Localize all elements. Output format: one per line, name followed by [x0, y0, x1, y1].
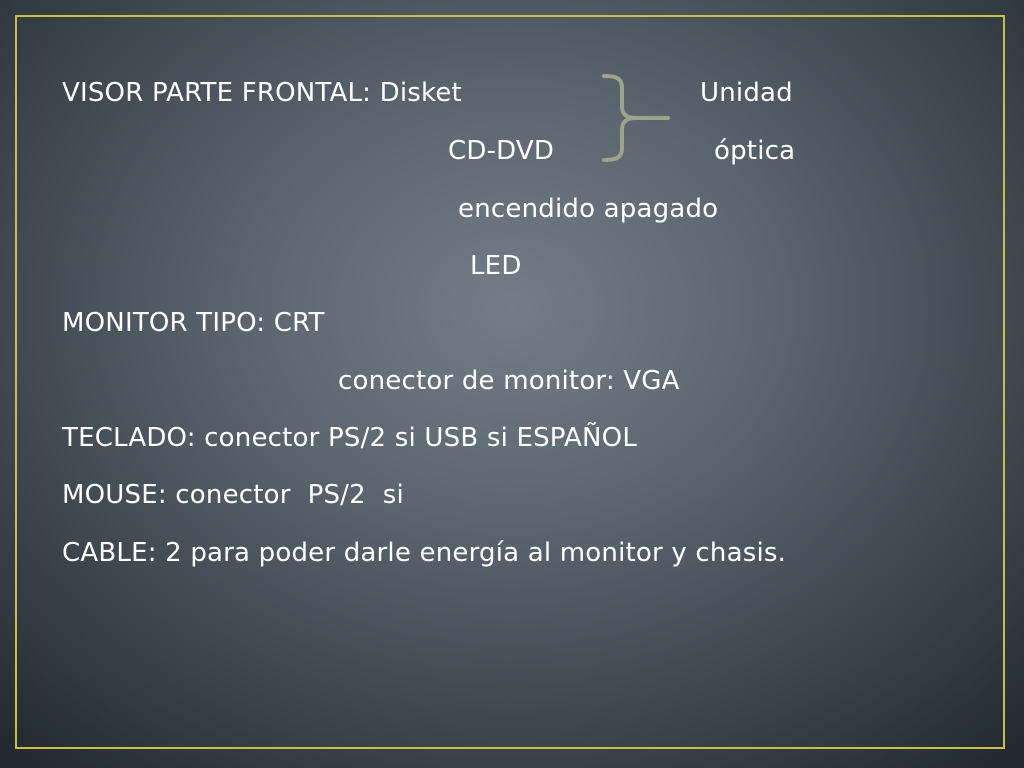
bracket-icon	[602, 74, 670, 162]
optica-text: óptica	[714, 136, 796, 166]
unidad-text: Unidad	[700, 78, 793, 108]
cd-dvd-text: CD-DVD	[448, 136, 555, 166]
teclado-line: TECLADO: conector PS/2 si USB si ESPAÑOL	[62, 423, 637, 453]
led-text: LED	[470, 251, 522, 281]
encendido-text: encendido apagado	[458, 194, 719, 224]
slide-frame	[15, 15, 1005, 749]
cable-line: CABLE: 2 para poder darle energía al mon…	[62, 538, 787, 568]
conector-monitor-line: conector de monitor: VGA	[338, 366, 680, 396]
monitor-line: MONITOR TIPO: CRT	[62, 308, 325, 338]
visor-line: VISOR PARTE FRONTAL: Disket	[62, 78, 462, 108]
mouse-line: MOUSE: conector PS/2 si	[62, 480, 404, 510]
